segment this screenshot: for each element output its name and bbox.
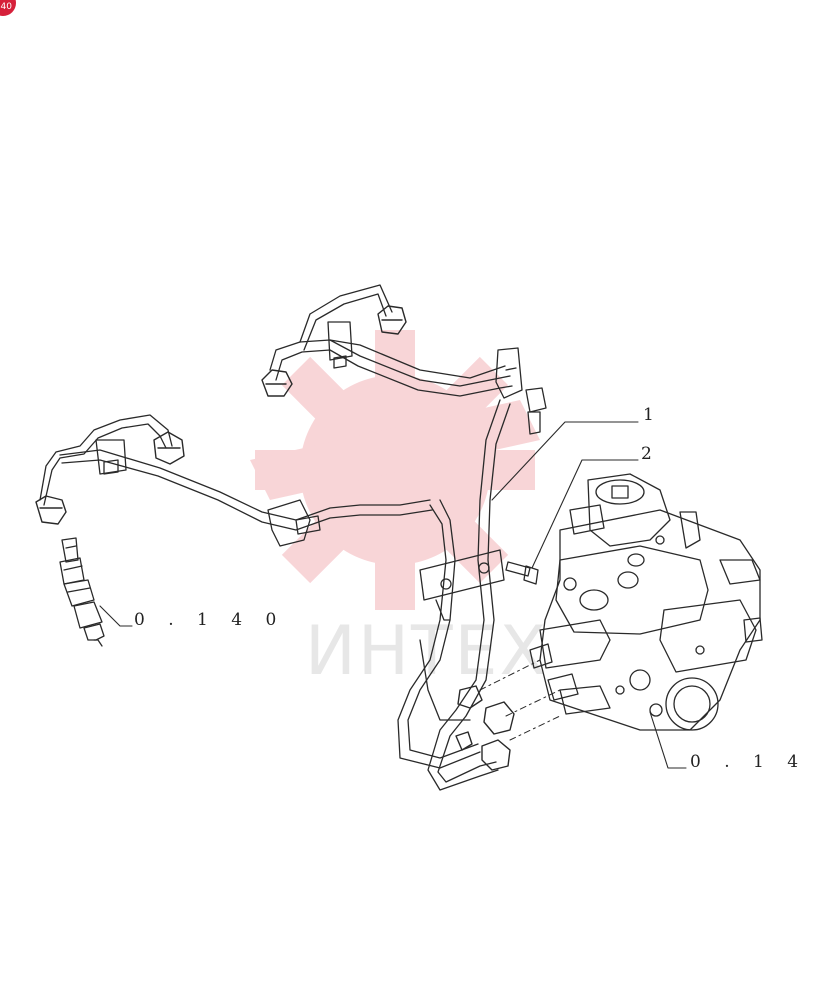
callout-part-2: 2 xyxy=(641,444,652,464)
main-fitting-2 xyxy=(153,431,185,465)
leader-line-1 xyxy=(491,421,639,501)
leader-line-injector xyxy=(99,605,133,627)
main-clamp-mid xyxy=(267,499,321,547)
injection-pump xyxy=(529,473,763,731)
leader-line-pump xyxy=(649,711,687,769)
main-clamp-left xyxy=(95,439,127,475)
upper-clamp xyxy=(327,321,353,369)
leader-line-2 xyxy=(531,459,639,569)
main-fuel-line xyxy=(39,399,511,791)
page-badge: 40 xyxy=(0,0,16,16)
upper-fitting-2 xyxy=(377,305,407,335)
pump-fittings xyxy=(455,685,515,771)
main-fitting-1 xyxy=(35,495,67,525)
banjo-bolt xyxy=(505,561,539,585)
alignment-lines xyxy=(479,659,561,741)
upper-fitting-1 xyxy=(261,369,293,397)
callout-part-1: 1 xyxy=(643,405,654,425)
callout-injector-ref: 0 . 1 4 0 xyxy=(134,610,286,630)
injector xyxy=(59,537,105,647)
upper-banjo xyxy=(525,387,547,435)
callout-pump-ref: 0 . 1 4 0 xyxy=(690,752,820,772)
upper-bracket xyxy=(495,347,523,399)
mid-bracket xyxy=(419,549,505,621)
upper-fuel-line xyxy=(269,284,513,397)
